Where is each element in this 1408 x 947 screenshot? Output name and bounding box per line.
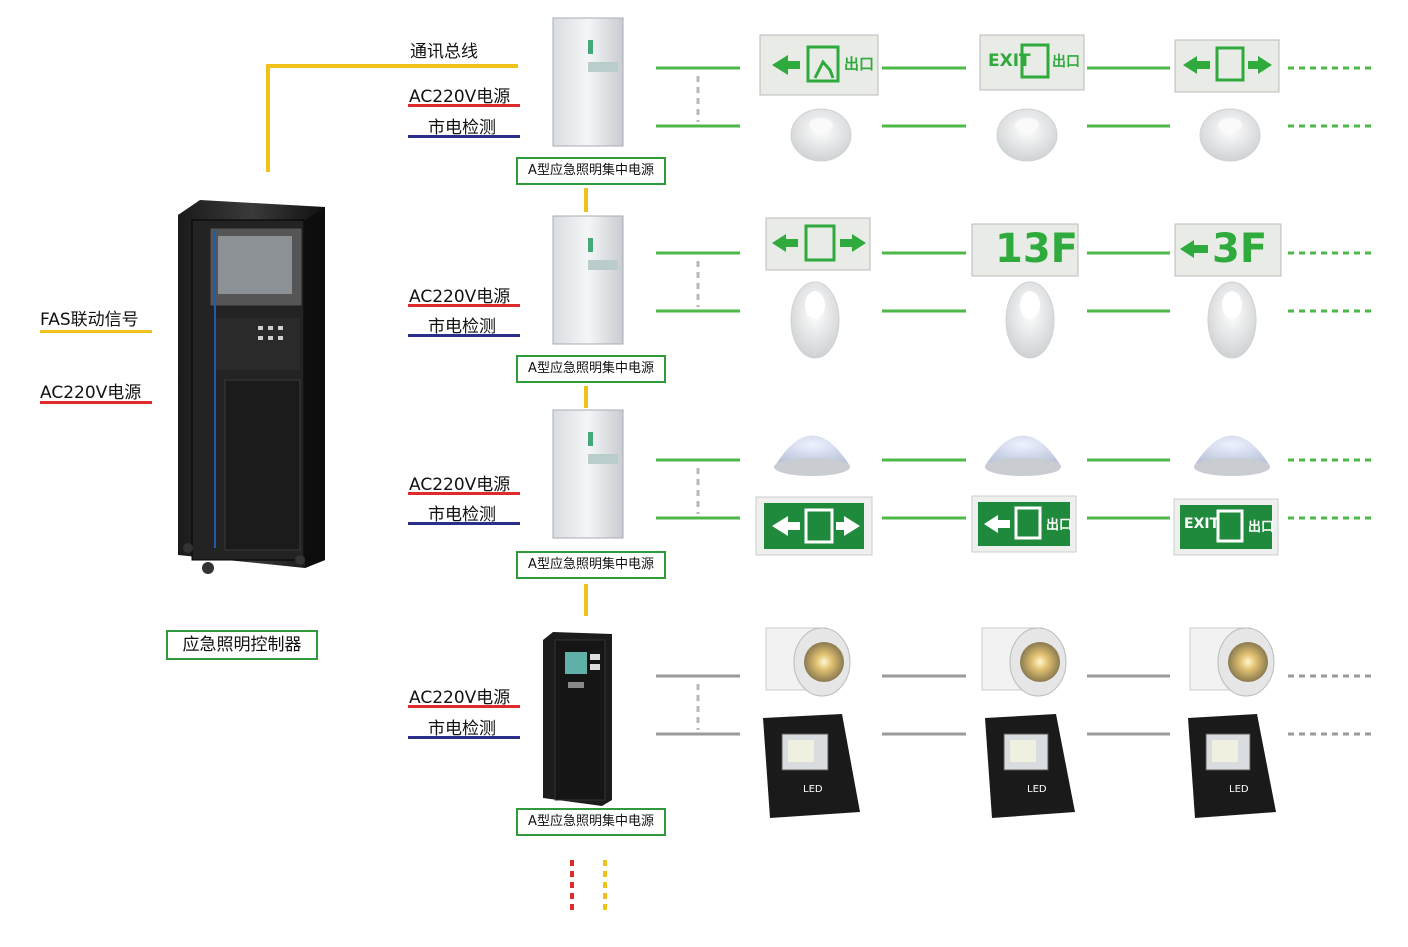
power-box-2 — [552, 215, 624, 345]
exit-cn-text-3: 出口 — [1046, 518, 1073, 533]
unit-label-2: A型应急照明集中电源 — [516, 355, 666, 383]
led-text-2: LED — [1027, 784, 1047, 795]
legend-fas-text: FAS联动信号 — [40, 310, 139, 330]
oval-light-1 — [790, 281, 840, 359]
spot-light-3 — [1189, 627, 1275, 697]
floor-13-text: 13F — [995, 226, 1078, 272]
flood-light-3 — [1188, 714, 1276, 818]
floor-sign-1 — [971, 223, 1079, 277]
unit-label-4: A型应急照明集中电源 — [516, 808, 666, 836]
exit-en-text-1: EXIT — [988, 51, 1031, 71]
exit-cn-text-1: 出口 — [844, 55, 875, 73]
ceiling-light-1 — [774, 435, 850, 476]
mains-label-3: 市电检测 — [428, 505, 496, 525]
unit-label-1: A型应急照明集中电源 — [516, 157, 666, 185]
bus-label: 通讯总线 — [410, 42, 478, 62]
floor-3-text: 3F — [1212, 226, 1268, 272]
spot-light-2 — [981, 627, 1067, 697]
floor-sign-2 — [1174, 223, 1282, 277]
led-text-3: LED — [1229, 784, 1249, 795]
power-label-1: AC220V电源 — [409, 87, 511, 107]
power-label-3: AC220V电源 — [409, 475, 511, 495]
legend-ac-line — [40, 401, 152, 404]
power-label-4: AC220V电源 — [409, 688, 511, 708]
power-underline-1 — [408, 104, 520, 107]
mains-label-4: 市电检测 — [428, 719, 496, 739]
unit-label-3: A型应急照明集中电源 — [516, 551, 666, 579]
mains-underline-4 — [408, 736, 520, 739]
dome-light-2 — [996, 108, 1058, 162]
power-underline-3 — [408, 492, 520, 495]
dome-light-3 — [1199, 108, 1261, 162]
power-box-1 — [552, 17, 624, 147]
led-text-1: LED — [803, 784, 823, 795]
flood-light-2 — [985, 714, 1075, 818]
mains-label-1: 市电检测 — [428, 118, 496, 138]
exit-en-text-2: EXIT — [1184, 516, 1220, 532]
exit-cn-text-2: 出口 — [1052, 54, 1080, 70]
oval-light-3 — [1207, 281, 1257, 359]
power-cabinet-4 — [543, 632, 612, 806]
power-label-2: AC220V电源 — [409, 287, 511, 307]
mains-underline-1 — [408, 135, 520, 138]
output-lines — [656, 66, 1372, 736]
exit-sign-5 — [755, 496, 873, 556]
spot-light-1 — [765, 627, 851, 697]
exit-sign-4 — [765, 217, 871, 271]
flood-light-1 — [763, 714, 860, 818]
ceiling-light-3 — [1194, 435, 1270, 476]
exit-sign-6 — [971, 495, 1077, 553]
legend-fas-line — [40, 330, 152, 333]
legend-ac-text: AC220V电源 — [40, 383, 142, 403]
ceiling-light-2 — [985, 435, 1061, 476]
controller-cabinet — [178, 200, 325, 574]
dome-light-1 — [790, 108, 852, 162]
mains-label-2: 市电检测 — [428, 317, 496, 337]
controller-title: 应急照明控制器 — [166, 630, 318, 660]
exit-sign-3 — [1174, 39, 1280, 93]
power-underline-2 — [408, 304, 520, 307]
bus-line — [266, 64, 518, 172]
exit-sign-7 — [1173, 498, 1279, 556]
exit-sign-2 — [979, 34, 1085, 91]
power-box-3 — [552, 409, 624, 539]
exit-sign-1 — [759, 34, 879, 96]
power-underline-4 — [408, 705, 520, 708]
exit-cn-text-4: 出口 — [1248, 520, 1275, 535]
mains-underline-3 — [408, 522, 520, 525]
oval-light-2 — [1005, 281, 1055, 359]
mains-underline-2 — [408, 334, 520, 337]
